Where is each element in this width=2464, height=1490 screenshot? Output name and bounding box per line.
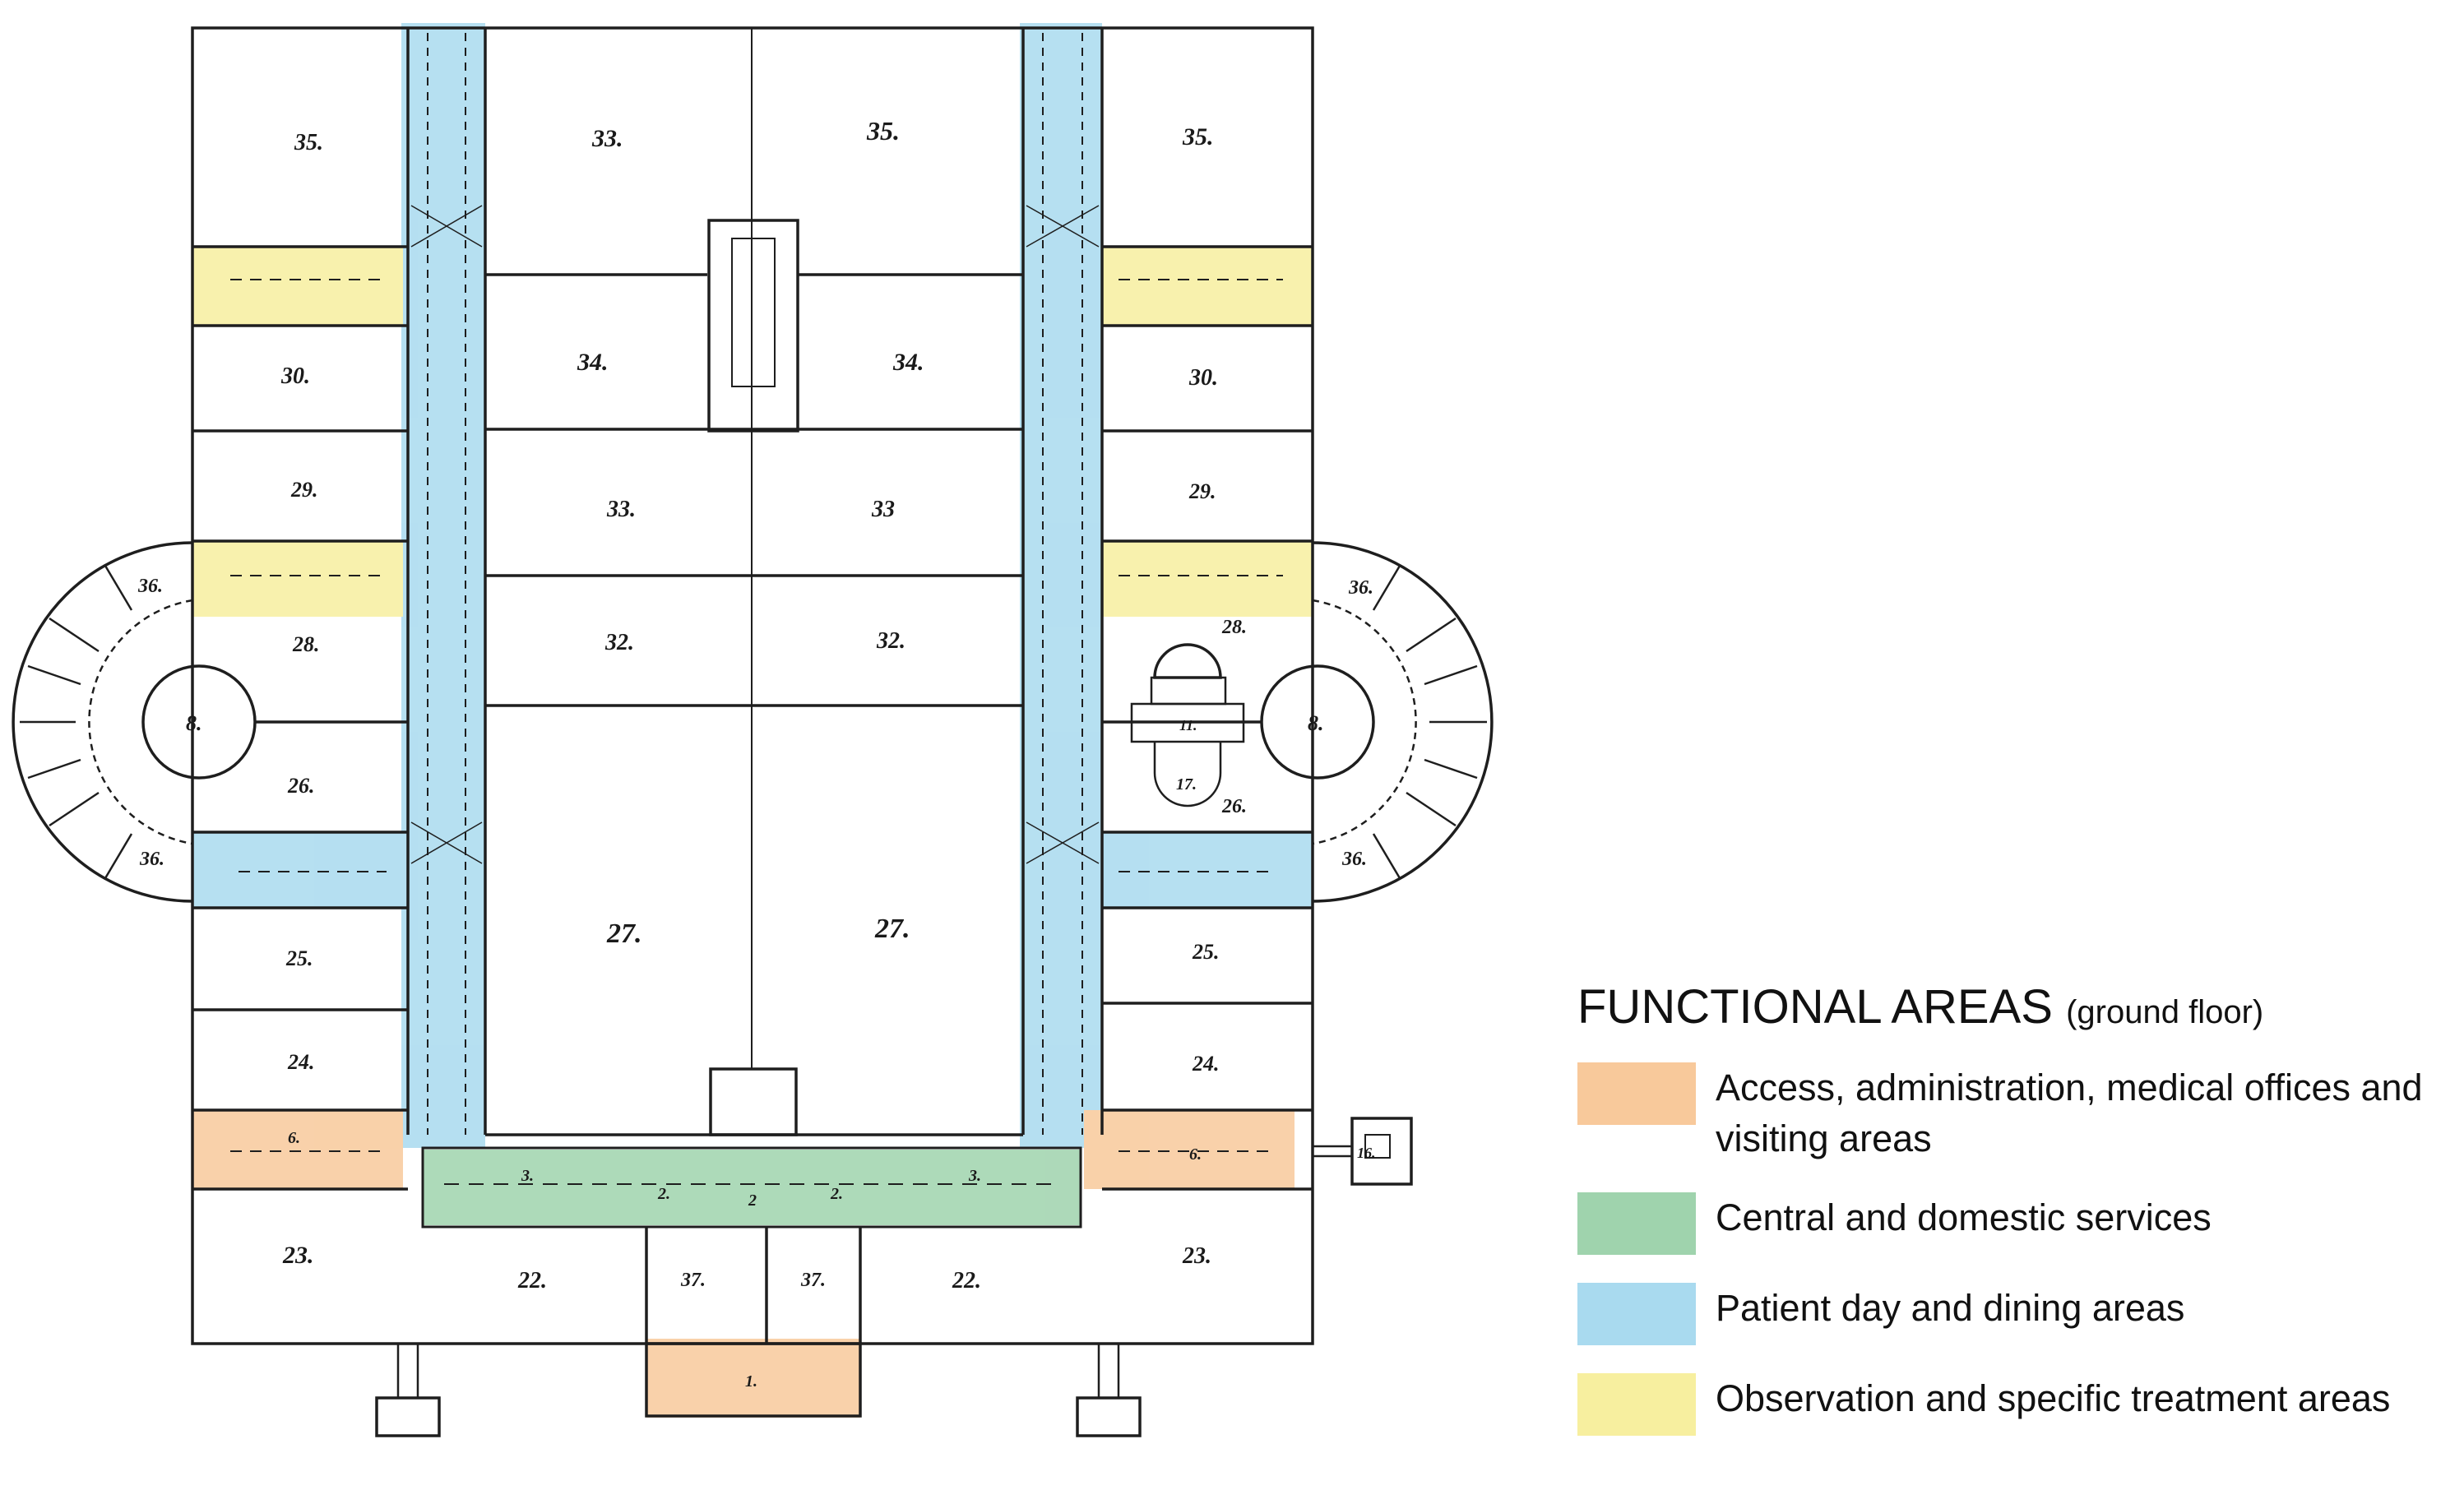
plan-linework [12,26,1494,1437]
room-label: 16. [1357,1145,1376,1161]
zone-access-left [192,1110,403,1189]
room-label: 29. [290,478,318,502]
room-label: 37. [800,1270,826,1291]
room-label: 36. [1341,849,1367,870]
legend-item-services: Central and domestic services [1577,1192,2449,1255]
room-label: 23. [1182,1243,1211,1269]
zone-observation-top-right [1102,247,1313,326]
room-label: 34. [892,349,924,376]
room-label: 37. [680,1270,706,1291]
room-label: 2. [657,1185,670,1203]
room-label: 32. [604,630,634,655]
room-label: 1. [745,1372,757,1391]
room-label: 36. [1348,577,1373,599]
zone-patient-right-wing [1102,832,1313,908]
room-label: 8. [1308,711,1324,735]
room-label: 23. [282,1242,314,1269]
room-label: 35. [866,116,900,146]
room-label: 28. [292,632,320,656]
room-label: 32. [876,628,905,654]
zone-access-bottom [646,1339,860,1418]
room-label: 35. [1182,123,1214,150]
legend-label-services: Central and domestic services [1716,1196,2212,1238]
zone-observation-mid-right [1102,541,1313,617]
legend-item-observation: Observation and specific treatment areas [1577,1373,2449,1436]
room-label: 29. [1188,479,1216,503]
room-label: 24. [1192,1052,1220,1076]
zone-services-bottom [423,1150,1081,1225]
legend-title-main: FUNCTIONAL AREAS [1577,980,2053,1034]
room-label: 30. [1188,365,1218,391]
room-label: 22. [952,1268,981,1293]
room-label: 11. [1179,717,1197,733]
legend-label-observation: Observation and specific treatment areas [1716,1377,2391,1419]
legend-label-access: Access, administration, medical offices … [1716,1067,2423,1159]
room-label: 33. [606,497,636,522]
room-label: 27. [606,919,642,949]
room-label: 3. [521,1167,534,1185]
legend-swatch-patient [1577,1283,1696,1345]
room-label: 6. [288,1129,300,1147]
legend-item-access: Access, administration, medical offices … [1577,1062,2449,1164]
legend-item-patient: Patient day and dining areas [1577,1283,2449,1345]
room-label: 33 [871,497,895,522]
zone-access-right [1084,1110,1295,1189]
zone-patient-right-corridor [1020,23,1102,1148]
room-labels: 35. 33. 35. 35. 30. 34. 34. 30. 29. 33. … [137,116,1376,1391]
zone-patient-left-wing [192,832,403,908]
room-label: 2 [748,1192,757,1210]
room-label: 25. [1192,940,1220,964]
room-label: 30. [280,363,310,389]
room-label: 34. [577,349,609,376]
room-label: 36. [139,849,164,870]
legend: FUNCTIONAL AREAS (ground floor) Access, … [1577,979,2449,1464]
room-label: 26. [1221,796,1247,817]
legend-swatch-observation [1577,1373,1696,1436]
room-label: 2. [830,1185,843,1203]
room-label: 24. [287,1050,315,1074]
legend-swatch-access [1577,1062,1696,1125]
legend-title: FUNCTIONAL AREAS (ground floor) [1577,979,2449,1041]
room-label: 8. [186,711,202,735]
room-label: 22. [517,1268,547,1293]
room-label: 3. [968,1167,981,1185]
zone-observation-top-left [192,247,403,326]
zone-overlays [192,23,1313,1418]
zone-patient-left-corridor [401,23,485,1148]
room-label: 6. [1189,1145,1202,1164]
room-label: 35. [294,130,323,155]
legend-title-subtitle: (ground floor) [2066,994,2264,1030]
room-label: 17. [1176,775,1197,794]
room-label: 33. [591,125,623,152]
zone-observation-mid-left [192,541,403,617]
legend-label-patient: Patient day and dining areas [1716,1287,2185,1329]
room-label: 26. [287,774,315,798]
room-label: 27. [874,914,910,944]
legend-swatch-services [1577,1192,1696,1255]
room-label: 36. [137,576,163,597]
room-label: 28. [1221,617,1247,638]
room-label: 25. [285,946,313,970]
floor-plan: 35. 33. 35. 35. 30. 34. 34. 30. 29. 33. … [12,23,1494,1437]
